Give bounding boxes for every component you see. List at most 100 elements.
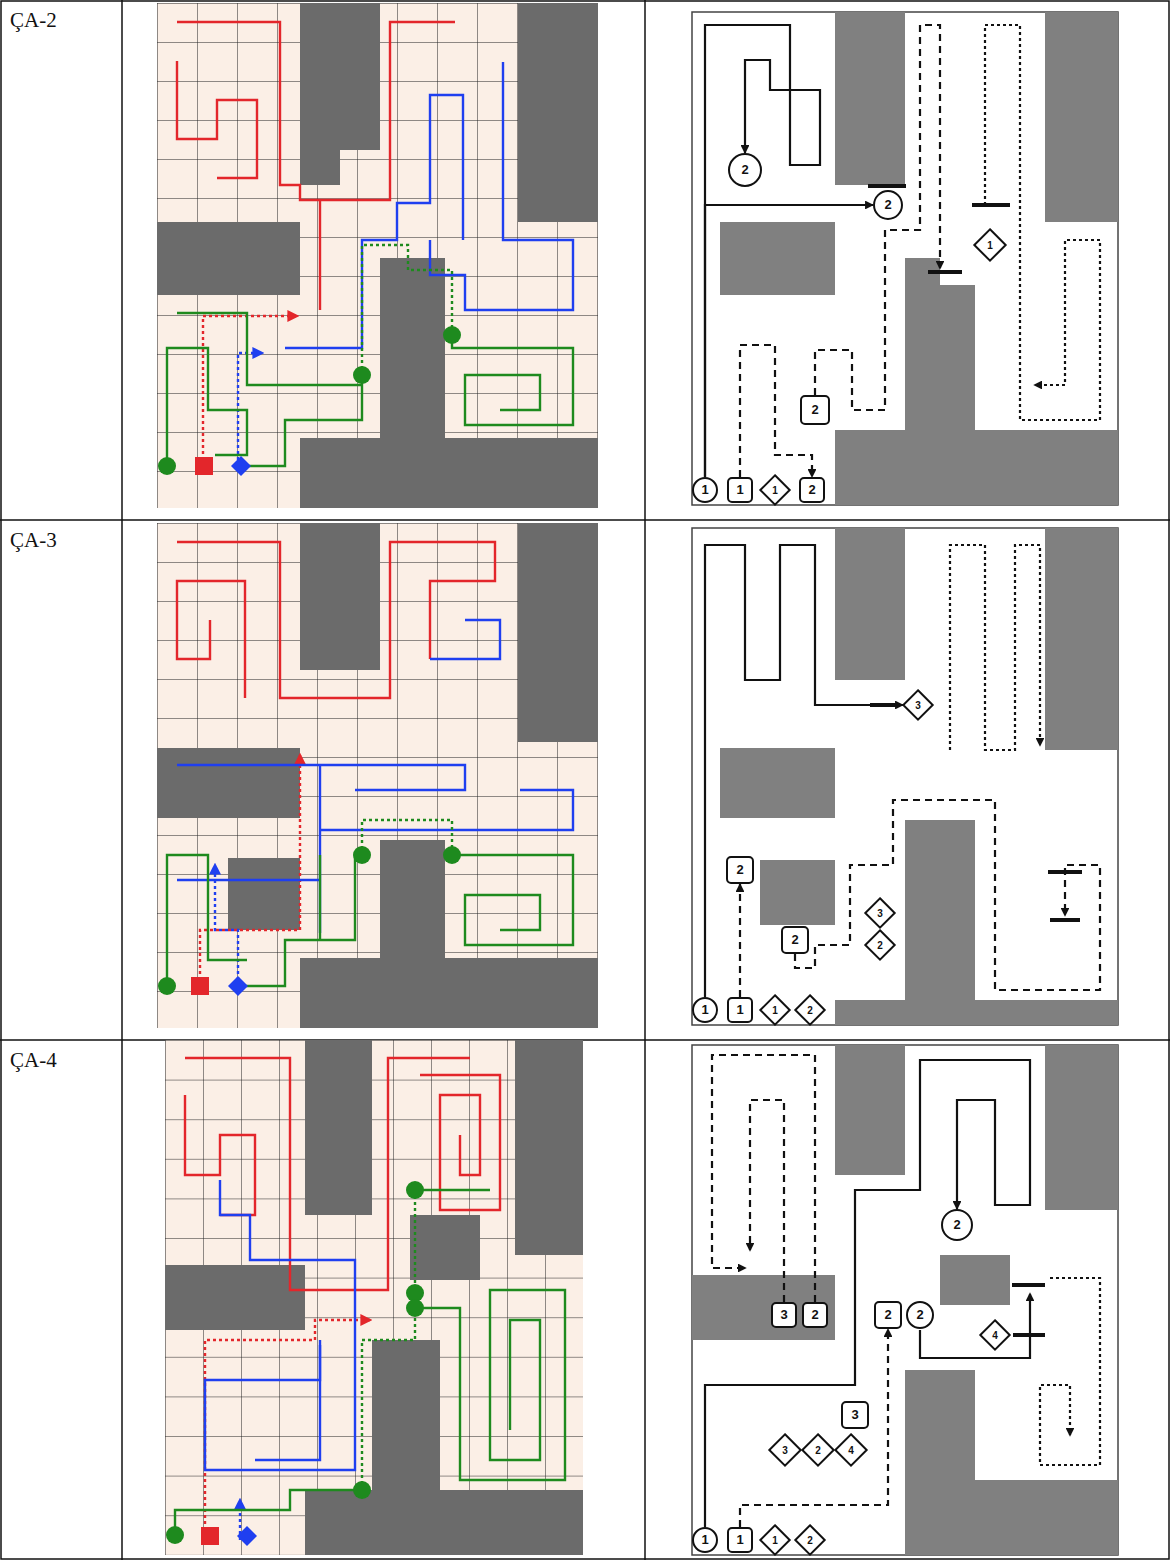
node-number: 3	[780, 1308, 787, 1322]
square-marker: 1	[727, 997, 753, 1023]
diamond-outline	[795, 995, 824, 1024]
grid-map-part	[157, 523, 598, 1028]
diamond-outline	[760, 995, 789, 1024]
diamond-marker: 3	[769, 1434, 801, 1466]
grid-map-part	[201, 1527, 219, 1545]
diamond-marker: 4	[835, 1434, 867, 1466]
square-marker: 1	[727, 1527, 753, 1553]
square-marker: 2	[799, 477, 825, 503]
grid-map-part	[415, 1189, 490, 1191]
circle-marker: 2	[941, 1209, 973, 1241]
schematic-map-part	[868, 186, 1010, 272]
grid-map-part	[319, 200, 321, 310]
row-label: ÇA-3	[10, 528, 57, 553]
grid-map-part	[158, 977, 176, 995]
node-number: 4	[992, 1330, 998, 1341]
schematic-map-part	[692, 12, 1118, 505]
grid-map-part	[414, 1190, 416, 1293]
node-number: 3	[877, 908, 883, 919]
square-marker: 1	[727, 477, 753, 503]
node-number: 2	[811, 1308, 818, 1322]
circle-marker: 1	[692, 997, 718, 1023]
node-number: 1	[701, 1533, 708, 1547]
grid-map-part	[157, 3, 598, 508]
grid-map-part	[353, 846, 371, 864]
grid-map-part	[165, 1040, 583, 1555]
path-connector	[705, 1060, 1030, 1527]
diamond-outline	[865, 898, 894, 927]
grid-map-part	[157, 523, 598, 1028]
node-number: 1	[772, 1005, 778, 1016]
table-grid-part	[0, 519, 1170, 521]
diamond-marker: 2	[795, 1525, 825, 1555]
schematic-map-part	[750, 1100, 784, 1302]
schematic-map-part	[1012, 1285, 1045, 1335]
grid-map-part	[191, 977, 209, 995]
diamond-outline	[835, 1434, 866, 1465]
grid-map-part	[215, 865, 238, 986]
table-grid-part	[644, 0, 646, 1560]
node-number: 1	[736, 1003, 743, 1017]
diamond-outline	[865, 930, 894, 959]
grid-map-part	[167, 348, 247, 466]
schematic-map-part	[692, 528, 1118, 1025]
path-connector	[705, 205, 873, 477]
grid-map-part	[177, 313, 362, 385]
grid-map-part	[362, 245, 452, 375]
grid-map-part	[167, 855, 247, 986]
schematic-map	[692, 1045, 1118, 1555]
square-marker: 2	[726, 856, 754, 884]
diamond-marker: 2	[865, 930, 895, 960]
grid-map-part	[177, 22, 455, 200]
grid-map-part	[362, 820, 452, 855]
grid-map-part	[237, 1526, 257, 1546]
node-number: 2	[791, 933, 798, 947]
grid-map-part	[406, 1299, 424, 1317]
path-connector	[739, 884, 741, 997]
grid-map-part	[185, 1058, 470, 1290]
circle-marker: 1	[692, 1527, 718, 1553]
grid-map-part	[319, 855, 321, 940]
grid-map	[157, 523, 598, 1028]
node-number: 2	[884, 1308, 891, 1322]
schematic-map-part	[712, 1055, 815, 1302]
circle-marker: 2	[728, 153, 762, 187]
node-number: 1	[736, 1533, 743, 1547]
node-number: 2	[807, 1005, 813, 1016]
square-marker: 2	[874, 1301, 902, 1329]
grid-map-part	[452, 855, 573, 945]
node-number: 1	[772, 1535, 778, 1546]
node-number: 2	[807, 1535, 813, 1546]
diamond-marker: 2	[795, 995, 825, 1025]
diamond-outline	[795, 1525, 824, 1554]
schematic-map-part	[985, 25, 1100, 420]
node-number: 2	[815, 1445, 821, 1456]
square-marker: 3	[841, 1401, 869, 1429]
schematic-map-part	[815, 25, 940, 410]
grid-map-part	[255, 1345, 320, 1460]
grid-map-part	[353, 366, 371, 384]
node-number: 3	[915, 700, 921, 711]
schematic-map	[692, 528, 1118, 1025]
node-number: 2	[808, 483, 815, 497]
path-connector	[740, 1329, 888, 1527]
grid-map-part	[285, 95, 463, 348]
node-number: 1	[772, 485, 778, 496]
diamond-marker: 1	[974, 229, 1006, 261]
schematic-map	[692, 12, 1118, 505]
node-number: 4	[848, 1445, 854, 1456]
grid-map-part	[177, 879, 320, 881]
diamond-outline	[760, 475, 789, 504]
node-number: 1	[736, 483, 743, 497]
grid-map-part	[165, 1040, 583, 1555]
row-label: ÇA-4	[10, 1048, 57, 1073]
schematic-map-part	[692, 1045, 1118, 1555]
grid-map-part	[203, 316, 297, 466]
diamond-outline	[980, 1320, 1009, 1349]
grid-map-part	[177, 542, 495, 698]
grid-map	[165, 1040, 583, 1555]
diamond-outline	[760, 1525, 789, 1554]
grid-map-part	[158, 457, 176, 475]
grid-map-part	[205, 1180, 355, 1470]
